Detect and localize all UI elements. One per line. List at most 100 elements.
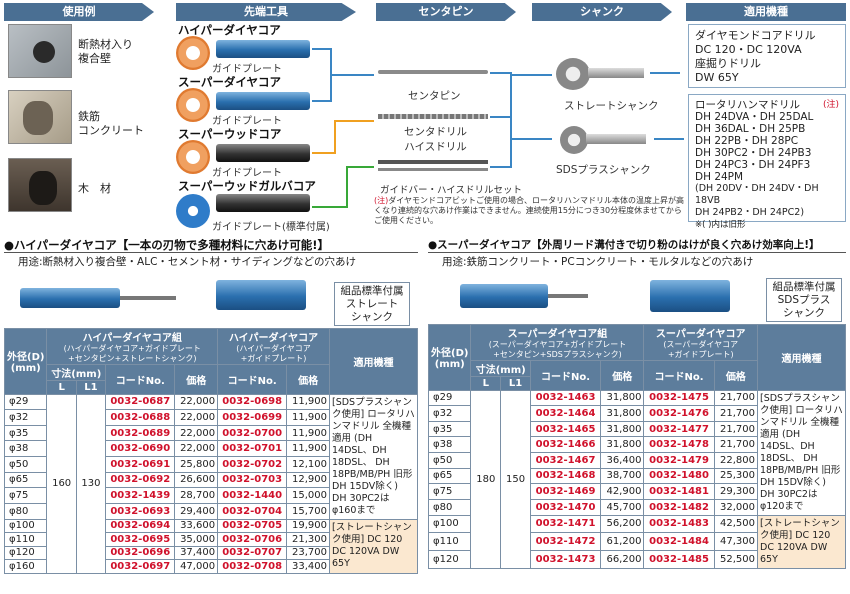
cell-diameter: φ29 xyxy=(427,389,472,407)
cell-code: 0032-0701 xyxy=(217,440,288,457)
cell-diameter: φ32 xyxy=(427,405,472,422)
connector-line xyxy=(312,48,330,50)
guide-plate-icon xyxy=(176,140,210,174)
header-tools: 先端工具 xyxy=(176,3,356,21)
std-accessory-box: 組品標準付属 ストレート シャンク xyxy=(334,282,410,326)
machine-line: DH 30PC2・DH 24PB3 xyxy=(695,147,812,159)
connector-line xyxy=(654,138,684,140)
product-image-hyper-set xyxy=(20,278,180,322)
col-header-dia: 外径(D) (mm) xyxy=(427,324,472,391)
caution-note: (注)ダイヤモンドコアビットご使用の場合、ロータリハンマドリル本体の温度上昇が高… xyxy=(374,196,684,226)
cell-diameter: φ75 xyxy=(427,483,472,500)
machine-line: ロータリハンマドリル xyxy=(695,99,800,111)
machine-note-sds: [SDSプラスシャンク使用] ロータリハンマドリル 全機種適用 (DH 14DS… xyxy=(329,393,418,520)
divider xyxy=(428,252,846,253)
cell-diameter: φ35 xyxy=(427,420,472,438)
cell-diameter: φ65 xyxy=(3,471,48,489)
note-mark: (注) xyxy=(374,196,389,205)
connector-line xyxy=(510,138,552,140)
cell-price: 31,800 xyxy=(600,405,645,422)
cell-price: 22,000 xyxy=(174,393,219,411)
cell-code: 0032-1466 xyxy=(529,436,602,453)
col-header-single: スーパーダイヤコア(スーパーダイヤコア +ガイドプレート) xyxy=(643,324,758,361)
connector-line xyxy=(346,166,374,168)
cell-price: 26,600 xyxy=(174,471,219,489)
cell-length-L: 160 xyxy=(46,393,77,574)
machine-box-a: ダイヤモンドコアドリル DC 120・DC 120VA 座掘りドリル DW 65… xyxy=(688,24,846,88)
cell-code: 0032-1477 xyxy=(643,420,715,438)
section-title-super: ●スーパーダイヤコア【外周リード溝付きで切り粉のはけが良く穴あけ効率向上!】 xyxy=(428,239,820,251)
cell-price: 19,900 xyxy=(286,518,330,533)
machine-line: DH 36DAL・DH 25PB xyxy=(695,123,806,135)
connector-line xyxy=(650,72,680,74)
guide-label: ガイドプレート xyxy=(212,64,282,75)
cell-price: 29,400 xyxy=(174,502,219,520)
cell-price: 11,900 xyxy=(286,409,330,426)
std-accessory-box: 組品標準付属 SDSプラス シャンク xyxy=(766,278,842,322)
guide-plate-icon xyxy=(176,36,210,70)
cell-code: 0032-1473 xyxy=(529,549,602,569)
cell-price: 11,900 xyxy=(286,440,330,457)
cell-code: 0032-0687 xyxy=(105,393,176,411)
cell-code: 0032-0705 xyxy=(217,518,288,533)
cell-diameter: φ29 xyxy=(3,393,48,411)
cell-code: 0032-0708 xyxy=(217,559,288,574)
core-bit-icon xyxy=(216,194,310,212)
cell-price: 35,000 xyxy=(174,532,219,547)
center-drill-icon xyxy=(378,114,488,119)
machine-box-b: (注) ロータリハンマドリル DH 24DVA・DH 25DAL DH 36DA… xyxy=(688,94,846,230)
core-bit-icon xyxy=(216,144,310,162)
cell-code: 0032-1480 xyxy=(643,467,715,485)
section-title-hyper: ●ハイパーダイヤコア【一本の刃物で多種材料に穴あけ可能!】 xyxy=(4,238,329,252)
note-mark: (注) xyxy=(822,100,839,110)
guide-label: ガイドプレート(標準付属) xyxy=(212,222,330,233)
cell-price: 31,800 xyxy=(600,420,645,438)
cell-code: 0032-1440 xyxy=(217,487,288,504)
example-label: 断熱材入り 複合壁 xyxy=(78,38,133,65)
cell-code: 0032-0699 xyxy=(217,409,288,426)
cell-diameter: φ50 xyxy=(3,456,48,473)
cell-price: 15,000 xyxy=(286,487,330,504)
cell-price: 29,300 xyxy=(713,483,759,500)
cell-code: 0032-1467 xyxy=(529,452,602,469)
cell-code: 0032-0691 xyxy=(105,456,176,473)
spec-table-super: 外径(D) (mm) スーパーダイヤコア組(スーパーダイヤコア+ガイドプレート … xyxy=(427,324,846,569)
cell-code: 0032-0702 xyxy=(217,456,288,473)
example-label: 木 材 xyxy=(78,182,111,195)
connector-line xyxy=(312,152,334,154)
cell-code: 0032-0690 xyxy=(105,440,176,457)
cell-price: 21,700 xyxy=(713,420,759,438)
cell-price: 11,900 xyxy=(286,393,330,411)
cell-code: 0032-0700 xyxy=(217,424,288,442)
cell-diameter: φ120 xyxy=(427,549,472,569)
col-header-price: 価格 xyxy=(174,364,219,395)
cell-price: 38,700 xyxy=(600,467,645,485)
cell-diameter: φ110 xyxy=(3,532,48,547)
connector-line xyxy=(330,74,374,76)
cell-diameter: φ160 xyxy=(3,559,48,574)
machine-line: DH 22PB・DH 28PC xyxy=(695,135,799,147)
cell-price: 61,200 xyxy=(600,532,645,551)
cell-price: 22,000 xyxy=(174,440,219,457)
connector-line xyxy=(510,72,512,168)
cell-price: 32,000 xyxy=(713,498,759,516)
cell-price: 21,700 xyxy=(713,436,759,453)
col-header-price: 価格 xyxy=(713,360,759,391)
cell-code: 0032-1469 xyxy=(529,483,602,500)
note-text: ダイヤモンドコアビットご使用の場合、ロータリハンマドリル本体の温度上昇が高くなり… xyxy=(374,196,685,225)
cell-price: 22,000 xyxy=(174,409,219,426)
pin-label: センタドリル ハイスドリル xyxy=(404,126,467,153)
machine-line: DH 24PB2・DH 24PC2) xyxy=(695,207,805,218)
col-header-dia: 外径(D) (mm) xyxy=(3,328,48,395)
center-pin-icon xyxy=(378,70,488,74)
